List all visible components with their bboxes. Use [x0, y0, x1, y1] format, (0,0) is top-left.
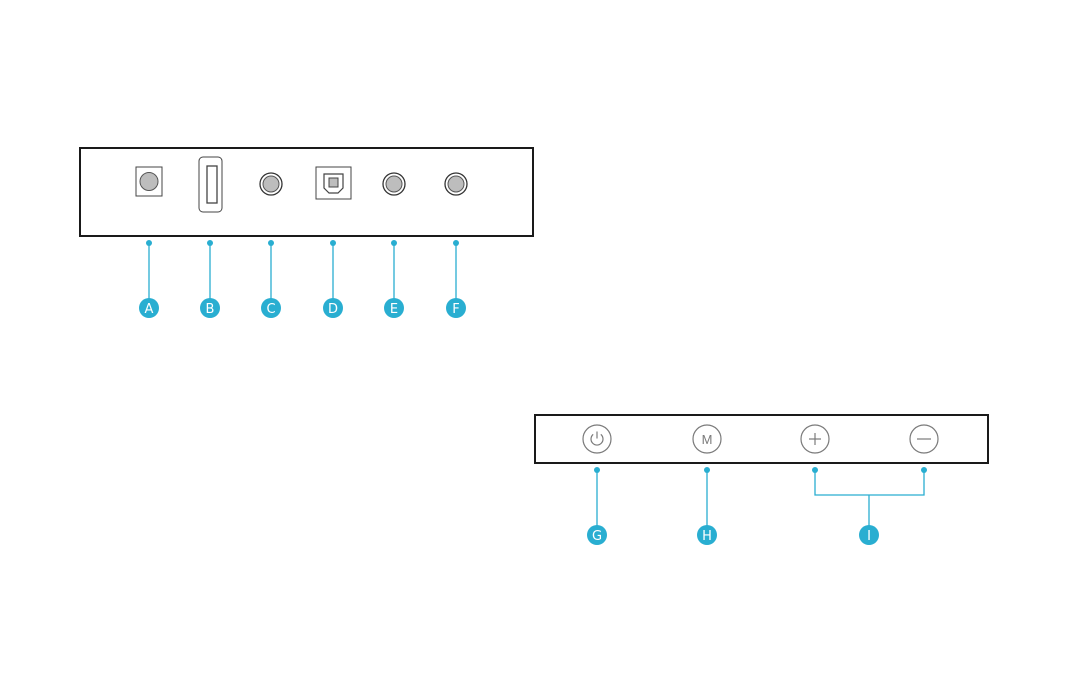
mode-m-icon: M	[693, 425, 721, 453]
callout-c: C	[261, 240, 281, 318]
usb-a-port-icon	[199, 157, 222, 212]
round-jack-icon	[260, 173, 282, 195]
label-c: C	[266, 302, 275, 317]
callout-a: A	[139, 240, 159, 318]
callout-h: H	[697, 467, 717, 545]
label-b: B	[206, 302, 215, 317]
callout-e: E	[384, 240, 404, 318]
callout-i: I	[812, 467, 927, 545]
power-icon	[583, 425, 611, 453]
label-e: E	[390, 302, 398, 317]
callout-g: G	[587, 467, 607, 545]
callout-f: F	[446, 240, 466, 318]
bracket-leader	[815, 470, 924, 495]
round-jack-icon	[445, 173, 467, 195]
rear-panel-callouts: A B C D E F	[139, 240, 466, 318]
optical-port-icon	[316, 167, 351, 199]
control-panel-callouts: G H I	[587, 467, 927, 545]
control-panel: M	[535, 415, 988, 463]
square-jack-icon	[136, 167, 162, 196]
round-jack-icon	[383, 173, 405, 195]
label-i: I	[867, 529, 871, 544]
label-g: G	[592, 529, 602, 544]
minus-icon	[910, 425, 938, 453]
plus-icon	[801, 425, 829, 453]
callout-b: B	[200, 240, 220, 318]
rear-panel	[80, 148, 533, 236]
label-h: H	[702, 529, 712, 544]
label-f: F	[452, 302, 459, 317]
callout-d: D	[323, 240, 343, 318]
label-d: D	[328, 302, 338, 317]
mode-glyph: M	[702, 432, 713, 447]
label-a: A	[145, 302, 154, 317]
